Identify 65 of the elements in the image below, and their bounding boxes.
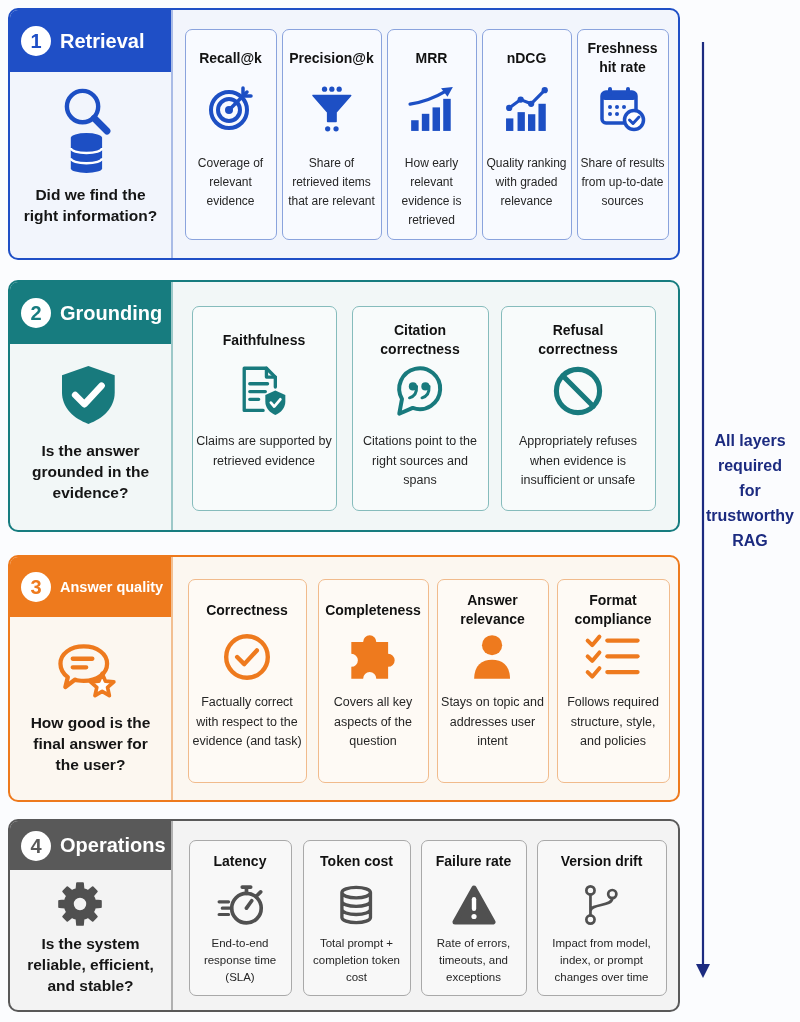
metric-description: Total prompt + completion token cost (312, 936, 401, 985)
metric-description: Share of results from up-to-date sources (579, 155, 666, 210)
metric-card (557, 579, 670, 783)
metric-card (437, 579, 549, 783)
metric-description: Quality ranking with graded relevance (485, 155, 568, 210)
metric-card (189, 840, 292, 996)
metric-card (303, 840, 411, 996)
metric-description: Appropriately refuses when evidence is insufficient or unsafe (517, 433, 639, 489)
section-title: Grounding (60, 301, 163, 326)
side-note: All layers required for trustworthy RAG (706, 431, 794, 551)
metric-card (185, 29, 277, 240)
metric-title: Token cost (320, 851, 393, 871)
metric-title: Freshness hit rate (586, 39, 659, 77)
metric-title: Latency (213, 851, 267, 871)
metric-title: Refusal correctness (537, 321, 619, 359)
metric-card (577, 29, 669, 240)
metric-title: Citation correctness (379, 321, 461, 359)
metric-title: Correctness (206, 600, 288, 620)
step-number: 3 (21, 572, 51, 602)
section-title: Answer quality (60, 578, 164, 597)
section-panel (8, 8, 680, 260)
section-panel (8, 555, 680, 802)
metric-title: Version drift (560, 851, 643, 871)
question-text: Is the system reliable, efficient, and stable? (26, 934, 155, 996)
metric-card (318, 579, 429, 783)
section-title: Retrieval (60, 29, 145, 54)
step-number: 1 (21, 26, 51, 56)
metric-description: Covers all key aspects of the question (332, 694, 414, 750)
question-text: Is the answer grounded in the evidence? (30, 441, 151, 503)
section-panel (8, 280, 680, 532)
metric-card (482, 29, 572, 240)
metric-description: Follows required structure, style, and policies (566, 694, 660, 750)
step-number: 2 (21, 298, 51, 328)
metric-card (501, 306, 656, 511)
step-number: 4 (21, 830, 51, 861)
metric-description: How early relevant evidence is retrieved (400, 155, 463, 229)
metric-card (188, 579, 307, 783)
metric-description: Stays on topic and addresses user intent (440, 694, 545, 750)
metric-description: Share of retrieved items that are relevant (287, 155, 376, 210)
metric-description: Coverage of relevant evidence (196, 155, 265, 210)
metric-title: Faithfulness (222, 330, 306, 350)
metric-description: Factually correct with respect to the evidence (and task) (191, 694, 303, 750)
metric-card (352, 306, 489, 511)
metric-description: Impact from model, index, or prompt changes over time (551, 936, 652, 985)
metric-card (387, 29, 477, 240)
metric-title: Answer relevance (459, 591, 526, 629)
metric-description: Citations point to the right sources and spans (362, 433, 478, 489)
section-title: Operations (60, 833, 166, 858)
metric-card (282, 29, 382, 240)
metric-title: Precision@k (289, 48, 374, 68)
metric-description: End-to-end response time (SLA) (202, 936, 278, 985)
metric-card (192, 306, 337, 511)
metric-title: MRR (415, 48, 448, 68)
metric-title: Format compliance (573, 591, 653, 629)
metric-card (537, 840, 667, 996)
metric-description: Rate of errors, timeouts, and exceptions (435, 936, 512, 985)
metric-title: Failure rate (435, 851, 512, 871)
question-text: Did we find the right information? (22, 185, 159, 226)
question-text: How good is the final answer for the user? (29, 713, 152, 775)
metric-card (421, 840, 527, 996)
metric-title: Recall@k (199, 48, 262, 68)
metric-title: nDCG (506, 48, 547, 68)
metric-title: Completeness (325, 600, 421, 620)
metric-description: Claims are supported by retrieved evidence (195, 433, 333, 470)
section-panel (8, 819, 680, 1012)
